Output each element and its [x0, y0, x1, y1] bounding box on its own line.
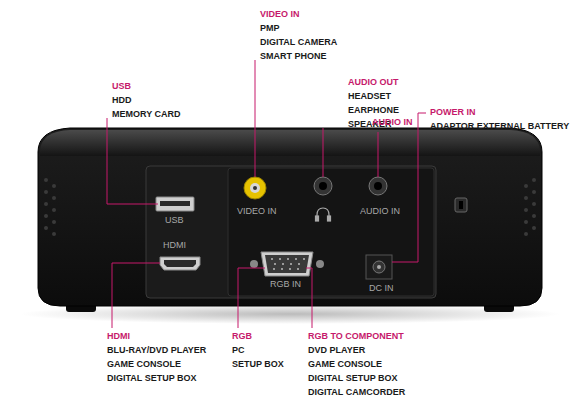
- callout-heading: HDMI: [107, 332, 130, 341]
- vga-port: [261, 252, 313, 276]
- dc-port-socket: [373, 261, 385, 273]
- callout-item: EARPHONE: [348, 106, 399, 115]
- hdmi-port: [160, 257, 200, 270]
- dc-port-pin: [377, 265, 381, 269]
- port-label: USB: [165, 216, 184, 225]
- floor-shadow: [20, 304, 560, 324]
- leader-line: [323, 128, 324, 177]
- callout-item: PC: [232, 346, 245, 355]
- callout-item: BLU-RAY/DVD PLAYER: [107, 346, 206, 355]
- callout-item: DVD PLAYER: [308, 346, 365, 355]
- callout-item: HDD: [112, 96, 132, 105]
- port-label: RGB IN: [270, 280, 301, 289]
- leader-line: [238, 268, 265, 328]
- hdmi-port-slot: [164, 260, 196, 267]
- usb-port: [156, 197, 194, 211]
- video-rca-center: [250, 183, 260, 193]
- video-rca-pin: [253, 186, 257, 190]
- audio-in-jack: [369, 177, 387, 195]
- port-label: DC IN: [369, 284, 394, 293]
- dc-port: [366, 255, 392, 279]
- callout-item: GAME CONSOLE: [308, 360, 382, 369]
- leader-lines: [107, 60, 426, 328]
- port-panel: [146, 166, 436, 298]
- lock-slot-hole: [459, 201, 463, 209]
- vga-pins: [271, 258, 305, 270]
- leader-line: [378, 132, 379, 177]
- headphone-symbol: [316, 208, 331, 221]
- callout-item: ADAPTOR EXTERNAL BATTERY: [430, 122, 569, 131]
- callout-item: MEMORY CARD: [112, 110, 181, 119]
- top-rim: [40, 130, 540, 156]
- leader-line: [255, 60, 256, 177]
- callout-heading: USB: [112, 82, 131, 91]
- port-panel-inner: [228, 168, 434, 296]
- video-rca-jack: [244, 177, 266, 199]
- callout-item: DIGITAL SETUP BOX: [107, 374, 197, 383]
- callout-item: DIGITAL CAMCORDER: [308, 388, 405, 397]
- usb-port-slot: [160, 201, 190, 206]
- callout-item: HEADSET: [348, 92, 391, 101]
- callout-heading: VIDEO IN: [260, 10, 300, 19]
- callout-item: DIGITAL CAMERA: [260, 38, 337, 47]
- vga-port-inner: [265, 255, 309, 273]
- lock-slot: [455, 198, 467, 212]
- callout-heading: RGB: [232, 332, 252, 341]
- vga-screw: [316, 260, 324, 268]
- audio-out-jack: [314, 177, 332, 195]
- port-label: VIDEO IN: [237, 207, 277, 216]
- port-label: HDMI: [163, 241, 186, 250]
- projector-body: [38, 128, 542, 306]
- leader-line: [112, 263, 160, 328]
- leader-line: [392, 113, 426, 262]
- leader-line: [306, 268, 312, 328]
- callout-item: PMP: [260, 24, 280, 33]
- callout-item: GAME CONSOLE: [107, 360, 181, 369]
- vga-screw: [250, 260, 258, 268]
- audio-out-hole: [319, 182, 327, 190]
- callout-heading: POWER IN: [430, 108, 476, 117]
- audio-in-hole: [374, 182, 382, 190]
- callout-item: SMART PHONE: [260, 52, 327, 61]
- callout-item: SETUP BOX: [232, 360, 284, 369]
- callout-heading: AUDIO OUT: [348, 78, 399, 87]
- callout-item: DIGITAL SETUP BOX: [308, 374, 398, 383]
- callout-heading: RGB TO COMPONENT: [308, 332, 404, 341]
- port-label: AUDIO IN: [360, 207, 400, 216]
- callout-heading: AUDIO IN: [372, 118, 413, 127]
- leader-line: [107, 118, 158, 204]
